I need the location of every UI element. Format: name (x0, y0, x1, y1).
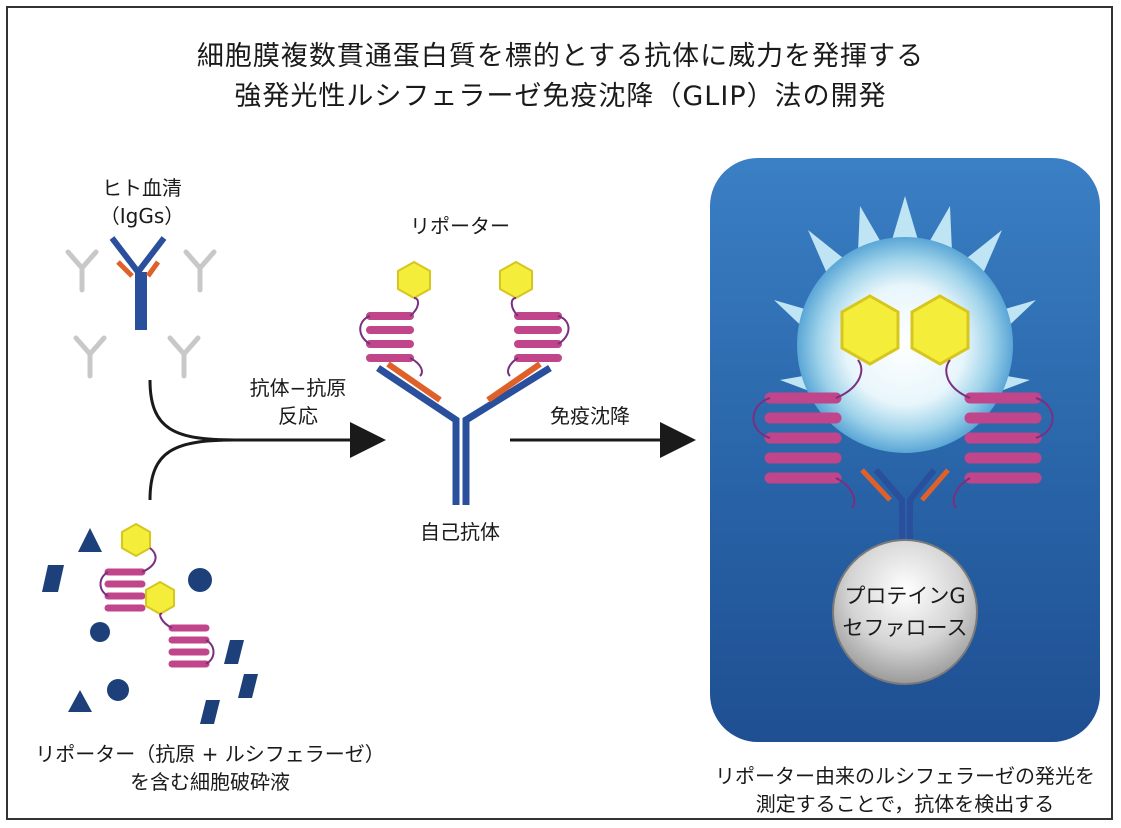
serum-antibody (112, 238, 164, 330)
reaction-label-1: 抗体−抗原 (228, 372, 368, 401)
result-caption-1: リポーター由来のルシフェラーゼの発光を (700, 760, 1110, 789)
reporter-label: リポーター (410, 210, 510, 239)
serum-label: ヒト血清 (72, 172, 212, 201)
lysate-particles (42, 528, 258, 724)
ip-label: 免疫沈降 (520, 400, 660, 429)
bead-label-2: セファロース (833, 612, 977, 644)
result-caption-2: 測定することで，抗体を検出する (700, 788, 1110, 817)
lysate-reporter-2 (146, 582, 214, 664)
autoantibody-label: 自己抗体 (390, 516, 530, 545)
lysate-caption-2: を含む細胞破砕液 (20, 766, 400, 795)
luciferase-right (912, 296, 968, 364)
reaction-label-2: 反応 (228, 400, 368, 429)
luciferase-left (842, 296, 898, 364)
bead-label-1: プロテインG (833, 580, 977, 612)
center-antibody-complex (360, 262, 568, 505)
lysate-caption-1: リポーター（抗原 + ルシフェラーゼ） (20, 738, 400, 767)
serum-sublabel: （IgGs） (72, 200, 212, 229)
